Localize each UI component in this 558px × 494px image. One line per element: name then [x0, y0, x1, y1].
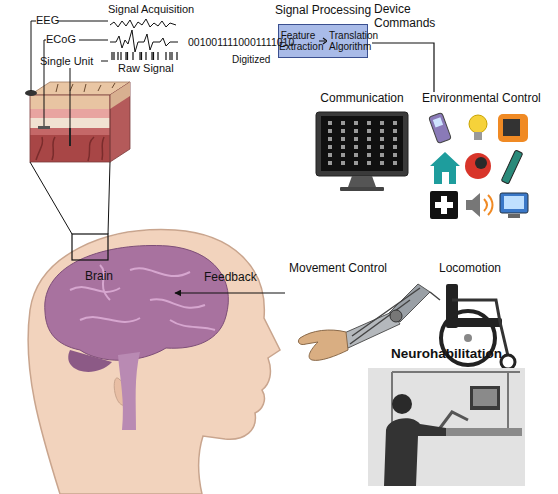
speaker-icon — [466, 193, 480, 217]
output-panel: Communication — [312, 92, 412, 198]
photo-person-body — [384, 418, 446, 486]
monitor-illustration — [316, 112, 408, 191]
panel-heading: Locomotion — [435, 262, 530, 276]
output-panel: Neurohabilitation — [368, 346, 525, 486]
flow-arrow-line — [319, 38, 327, 44]
wheelchair-hub — [464, 334, 472, 342]
panel-heading: Communication — [312, 92, 412, 106]
box-heading: Signal Processing — [272, 4, 372, 18]
medical-cross — [435, 196, 453, 214]
monitor-base — [340, 187, 384, 191]
head-profile — [28, 230, 280, 494]
edge-label: Feedback — [204, 271, 257, 285]
house-icon — [430, 152, 460, 184]
signal-name: Single Unit — [40, 55, 93, 68]
spike-trace — [112, 52, 177, 60]
zoom-square — [72, 234, 108, 260]
ecog-electrode — [38, 126, 50, 129]
panel-heading: Movement Control — [285, 262, 433, 276]
panel-heading: Environmental Control — [422, 92, 537, 106]
electrode-wires — [31, 21, 108, 128]
rehab-photo — [368, 368, 525, 486]
tv-screen — [503, 119, 520, 136]
monitor-screen — [321, 116, 403, 171]
process-box: Signal ProcessingFeature ExtractionTrans… — [272, 4, 372, 64]
brainstem — [118, 352, 140, 430]
prosthetic-hand — [298, 330, 348, 360]
cerebellum — [68, 350, 112, 372]
bulb-base — [474, 132, 482, 140]
speaker-waves — [484, 195, 493, 215]
stage-caption: Digitized — [232, 54, 270, 66]
arm-upper — [388, 284, 430, 322]
arm-rods — [350, 288, 440, 344]
feedback-arrow — [175, 292, 285, 293]
eeg-trace — [110, 19, 176, 28]
stage-label: Signal Acquisition — [108, 3, 194, 16]
environment-icons — [429, 112, 528, 219]
photo-monitor-screen — [473, 389, 497, 406]
command-line — [372, 43, 434, 92]
arm-joint — [390, 310, 402, 322]
wheelchair-seat — [452, 318, 502, 327]
monitor-stand — [348, 176, 376, 187]
stage-text: Translation Algorithm — [329, 30, 367, 52]
brain-label: Brain — [45, 250, 175, 284]
pen-icon — [501, 150, 523, 184]
photo-robot — [440, 412, 468, 428]
tv-icon — [498, 114, 528, 142]
tissue-block — [25, 82, 130, 162]
photo-monitor — [470, 386, 500, 410]
flow-arrow — [319, 37, 327, 45]
head-illustration — [28, 230, 280, 494]
panel-heading: Neurohabilitation — [368, 346, 525, 362]
speller-grid — [328, 121, 397, 165]
brain-shape — [45, 246, 229, 361]
signal-name: ECoG — [46, 33, 76, 46]
head-icon — [465, 153, 491, 179]
signal-name: EEG — [36, 14, 59, 27]
computer-base — [508, 214, 520, 218]
output-panel: Brain — [45, 250, 175, 350]
house-door — [442, 172, 449, 184]
ecog-trace — [110, 30, 178, 52]
tissue-side — [110, 82, 130, 162]
hair — [56, 83, 115, 92]
photo-background — [368, 368, 525, 486]
photo-person-head — [392, 394, 412, 414]
wheelchair-caster — [501, 355, 515, 369]
edge-label: Device Commands — [374, 3, 436, 31]
computer-icon — [500, 193, 528, 213]
zoom-lines — [30, 162, 110, 234]
medical-icon — [430, 191, 458, 219]
bit-string: 0010011110001111010 — [188, 36, 294, 48]
head-icon-inner — [475, 157, 487, 169]
monitor-frame — [316, 112, 408, 176]
phone-screen — [433, 117, 443, 127]
phone-icon — [429, 112, 452, 143]
computer-screen — [504, 196, 524, 209]
bulb-icon — [469, 115, 487, 133]
single-unit-needle — [69, 128, 71, 146]
output-panel: Environmental Control — [422, 92, 537, 228]
signal-caption: Raw Signal — [118, 62, 174, 75]
